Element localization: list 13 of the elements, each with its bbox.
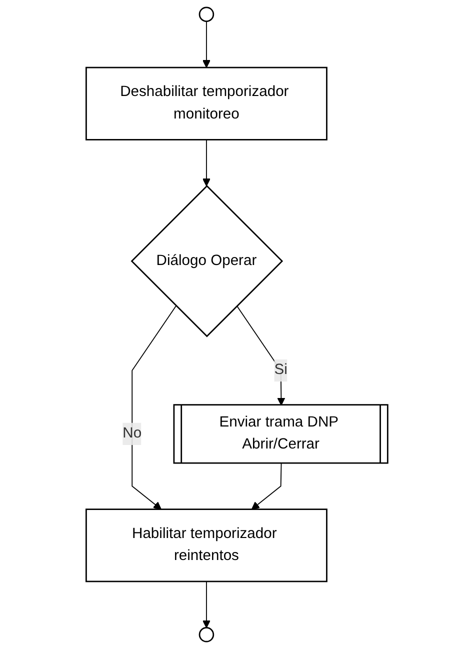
node-diamond: Diálogo Operar	[130, 184, 284, 338]
arrow	[132, 305, 177, 510]
edge-label: No	[122, 426, 142, 442]
arrow	[251, 463, 282, 510]
edge-label: Si	[274, 362, 288, 378]
arrow	[202, 20, 211, 68]
arrow	[236, 305, 286, 406]
node-circle	[198, 6, 214, 22]
node-box: Habilitar temporizador reintentos	[86, 508, 328, 582]
node-box: Deshabilitar temporizador monitoreo	[86, 66, 328, 140]
arrow	[202, 581, 211, 628]
node-circle	[198, 627, 214, 642]
arrow	[202, 139, 211, 186]
